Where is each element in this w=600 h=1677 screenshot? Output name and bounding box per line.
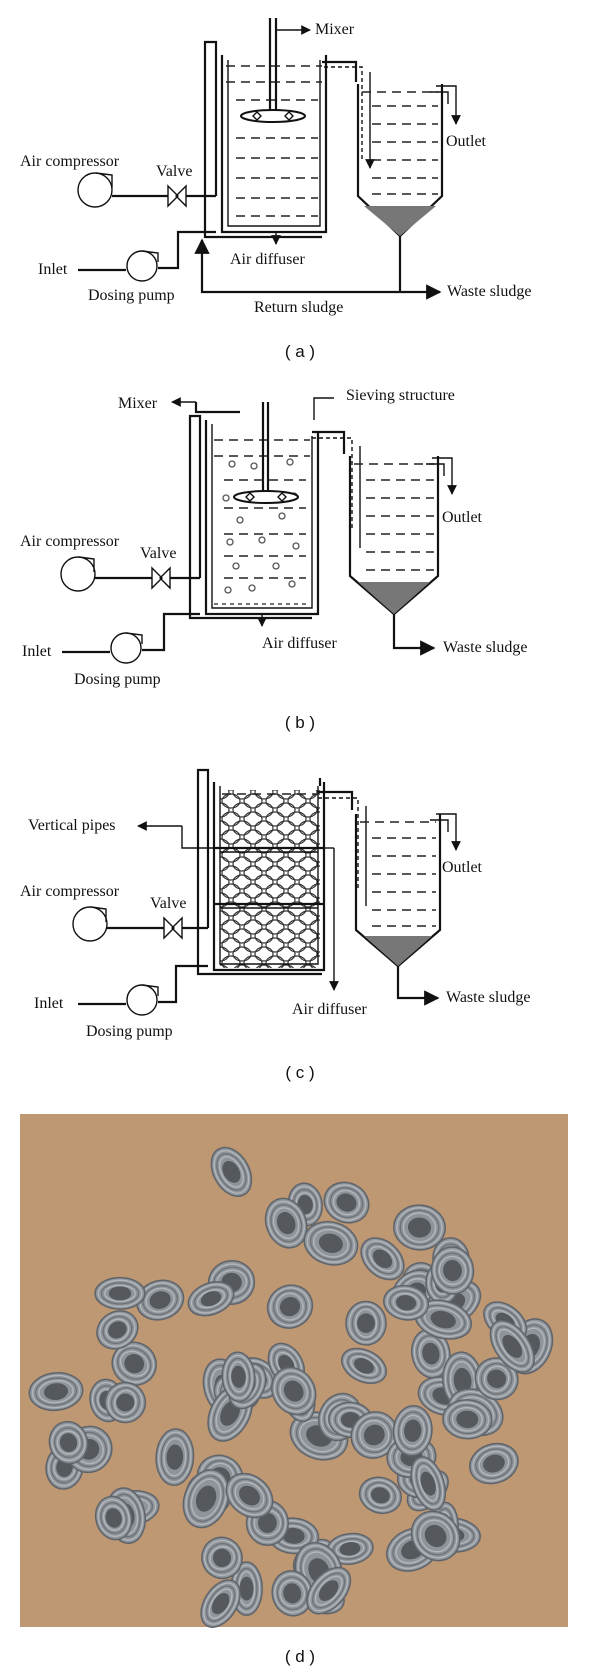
pipe-ring bbox=[392, 1405, 433, 1457]
pipe-ring bbox=[111, 1341, 157, 1386]
outlet-label-c: Outlet bbox=[442, 859, 483, 876]
pipe-ring bbox=[96, 1310, 139, 1350]
overflow-a bbox=[322, 60, 375, 169]
pipe-ring bbox=[469, 1442, 519, 1485]
dosing-pump-label-b: Dosing pump bbox=[74, 671, 161, 688]
clarifier-c bbox=[354, 813, 461, 1006]
valve-label-a: Valve bbox=[156, 163, 192, 180]
pipe-ring bbox=[94, 1276, 146, 1310]
pipe-ring bbox=[393, 1204, 446, 1251]
waste-sludge-label-b: Waste sludge bbox=[443, 639, 527, 656]
pipe-ring bbox=[360, 1237, 405, 1281]
vertical-pipes-label: Vertical pipes bbox=[28, 817, 116, 834]
pipe-ring bbox=[442, 1399, 493, 1440]
pipe-ring bbox=[94, 1495, 133, 1541]
valve-icon bbox=[151, 566, 171, 590]
air-diffuser-label-a: Air diffuser bbox=[230, 251, 305, 268]
media-photo bbox=[20, 1114, 568, 1628]
reactor-tank-a bbox=[220, 55, 328, 234]
pipe-ring bbox=[28, 1372, 84, 1412]
panel-b: Mixer Air compressor Valve Inlet Dosing … bbox=[20, 387, 527, 732]
air-line-c bbox=[72, 768, 322, 976]
air-compressor-label-b: Air compressor bbox=[20, 533, 120, 550]
mixer-a bbox=[240, 18, 311, 123]
panel-a: Mixer Air compressor Valve Inlet Dosing … bbox=[20, 18, 531, 361]
pipe-ring bbox=[221, 1351, 256, 1403]
pipe-ring bbox=[489, 1319, 535, 1373]
pipe-ring bbox=[430, 1246, 475, 1295]
inlet-line-b bbox=[62, 612, 267, 664]
air-diffuser-label-c: Air diffuser bbox=[292, 1001, 367, 1018]
outlet-label-a: Outlet bbox=[446, 133, 487, 150]
reactor-tank-c bbox=[212, 782, 326, 972]
valve-label-c: Valve bbox=[150, 895, 186, 912]
pipe-ring bbox=[225, 1472, 274, 1519]
pipe-ring bbox=[345, 1300, 387, 1346]
waste-sludge-label-c: Waste sludge bbox=[446, 989, 530, 1006]
valve-icon bbox=[167, 184, 187, 208]
pipe-rings bbox=[28, 1146, 554, 1628]
panel-c: Vertical pipes Air compressor Valve Inle… bbox=[20, 768, 530, 1082]
pipe-ring bbox=[271, 1570, 313, 1617]
inlet-label-c: Inlet bbox=[34, 995, 64, 1012]
return-sludge-label-a: Return sludge bbox=[254, 299, 343, 316]
caption-a: ( a ) bbox=[285, 342, 315, 361]
caption-c: ( c ) bbox=[285, 1063, 314, 1082]
inlet-line-a bbox=[78, 230, 281, 282]
caption-d: ( d ) bbox=[285, 1647, 315, 1666]
pipe-ring bbox=[182, 1469, 230, 1529]
sieving-structure-label: Sieving structure bbox=[346, 387, 455, 404]
pipe-ring bbox=[474, 1357, 519, 1401]
dosing-pump-label-c: Dosing pump bbox=[86, 1023, 173, 1040]
caption-b: ( b ) bbox=[285, 713, 315, 732]
pipe-ring bbox=[306, 1566, 352, 1615]
overflow-c bbox=[318, 778, 367, 906]
inlet-label-a: Inlet bbox=[38, 261, 68, 278]
pipe-ring bbox=[358, 1476, 402, 1515]
pipe-ring bbox=[155, 1428, 195, 1486]
pipe-ring bbox=[323, 1181, 370, 1224]
mixer-label-a: Mixer bbox=[315, 21, 355, 38]
pipe-ring bbox=[210, 1146, 253, 1197]
valve-label-b: Valve bbox=[140, 545, 176, 562]
pipe-ring bbox=[350, 1411, 399, 1459]
mixer-b bbox=[233, 402, 299, 504]
waste-sludge-label-a: Waste sludge bbox=[447, 283, 531, 300]
dosing-pump-label-a: Dosing pump bbox=[88, 287, 175, 304]
inlet-line-c bbox=[78, 847, 339, 1016]
overflow-b bbox=[312, 397, 361, 548]
pipe-ring bbox=[303, 1220, 359, 1266]
pipe-ring bbox=[414, 1299, 472, 1340]
pipe-ring bbox=[341, 1347, 387, 1385]
clarifier-a bbox=[356, 84, 461, 238]
air-diffuser-label-b: Air diffuser bbox=[262, 635, 337, 652]
pipe-ring bbox=[266, 1284, 314, 1329]
air-line-a bbox=[77, 40, 322, 239]
sludge-lines-a bbox=[194, 236, 442, 300]
air-line-b bbox=[60, 397, 312, 620]
pipe-ring bbox=[410, 1456, 447, 1511]
pipe-ring bbox=[104, 1381, 147, 1424]
pipe-ring bbox=[264, 1197, 308, 1249]
inlet-label-b: Inlet bbox=[22, 643, 52, 660]
mixer-label-b: Mixer bbox=[118, 395, 158, 412]
pipe-ring bbox=[201, 1536, 243, 1580]
panel-d: ( d ) bbox=[20, 1114, 568, 1666]
clarifier-b bbox=[348, 456, 457, 656]
air-compressor-label-c: Air compressor bbox=[20, 883, 120, 900]
pipe-ring bbox=[187, 1281, 235, 1317]
pipe-ring bbox=[200, 1579, 241, 1628]
pipe-ring bbox=[382, 1284, 430, 1321]
pipe-ring bbox=[135, 1279, 185, 1321]
air-compressor-label-a: Air compressor bbox=[20, 153, 120, 170]
pipe-ring bbox=[48, 1420, 89, 1465]
outlet-label-b: Outlet bbox=[442, 509, 483, 526]
pipe-ring bbox=[410, 1510, 461, 1562]
valve-icon bbox=[163, 916, 183, 940]
pipe-ring bbox=[271, 1366, 317, 1416]
